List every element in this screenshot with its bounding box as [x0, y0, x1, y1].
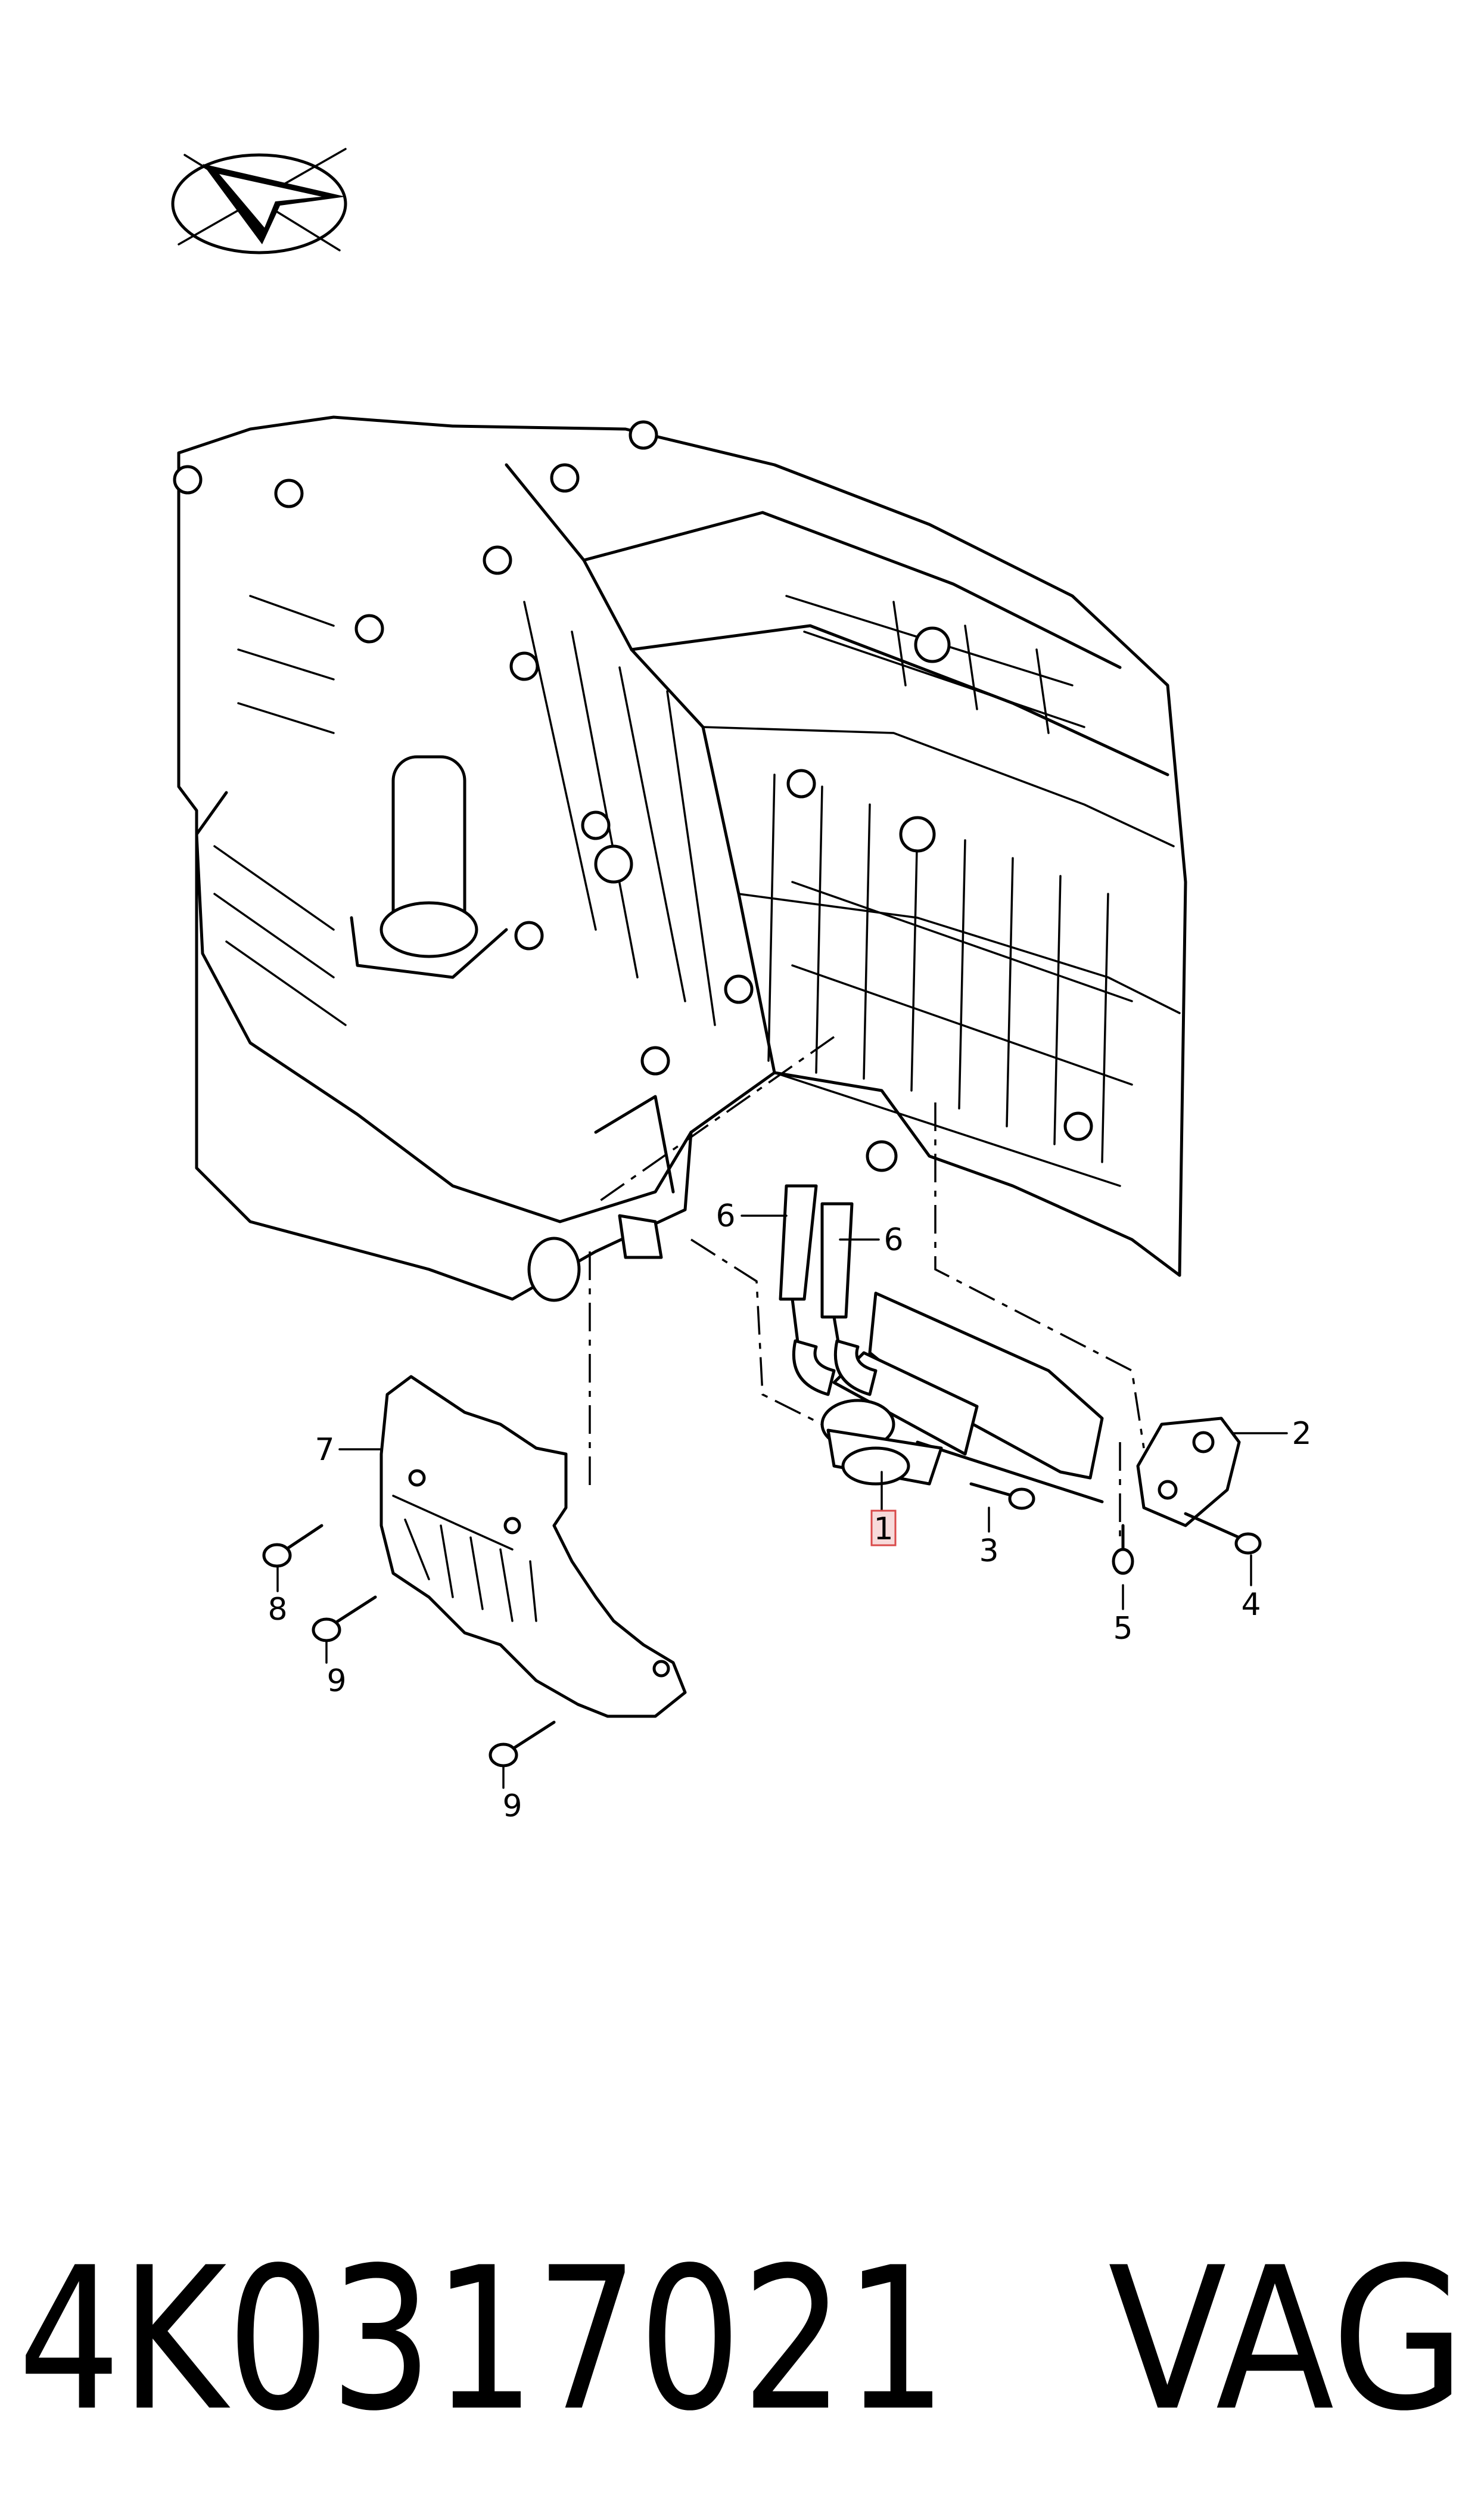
- callouts: 1 2 3 4 5 6 6 7 8 9 9: [267, 1198, 1311, 1824]
- callout-4[interactable]: 4: [1241, 1587, 1261, 1623]
- assembly-lines: [589, 1036, 1145, 1538]
- transmission-housing: [173, 415, 1187, 1302]
- heat-shield: [379, 1375, 687, 1718]
- bolt-9-lower: [489, 1720, 556, 1768]
- bolt-5: [1112, 1524, 1134, 1575]
- highlight-box-part-1: [870, 1509, 897, 1546]
- bracket: [1136, 1417, 1241, 1527]
- callout-3[interactable]: 3: [979, 1533, 998, 1569]
- bolt-9-upper: [312, 1595, 377, 1642]
- sensor-assembly: [779, 1184, 1104, 1504]
- callout-9-lower[interactable]: 9: [502, 1788, 522, 1824]
- callout-7[interactable]: 7: [315, 1432, 334, 1468]
- brand: VAG: [1108, 2225, 1466, 2454]
- callout-6-right[interactable]: 6: [883, 1222, 903, 1258]
- bolts: [262, 1482, 1262, 1768]
- bolt-4: [1184, 1512, 1262, 1555]
- callout-2[interactable]: 2: [1292, 1416, 1311, 1452]
- callout-6-left[interactable]: 6: [715, 1198, 735, 1234]
- bolt-8: [262, 1524, 323, 1568]
- orientation-arrow-icon: [171, 148, 347, 254]
- bolt-3: [969, 1482, 1035, 1510]
- callout-1[interactable]: 1: [873, 1511, 893, 1547]
- leader-lines: [276, 1215, 1288, 1789]
- callout-5[interactable]: 5: [1113, 1611, 1133, 1647]
- part-number: 4K0317021: [18, 2225, 947, 2454]
- callout-9-upper[interactable]: 9: [326, 1663, 346, 1699]
- footer: 4K0317021 VAG: [18, 2225, 1466, 2454]
- callout-8[interactable]: 8: [267, 1592, 287, 1627]
